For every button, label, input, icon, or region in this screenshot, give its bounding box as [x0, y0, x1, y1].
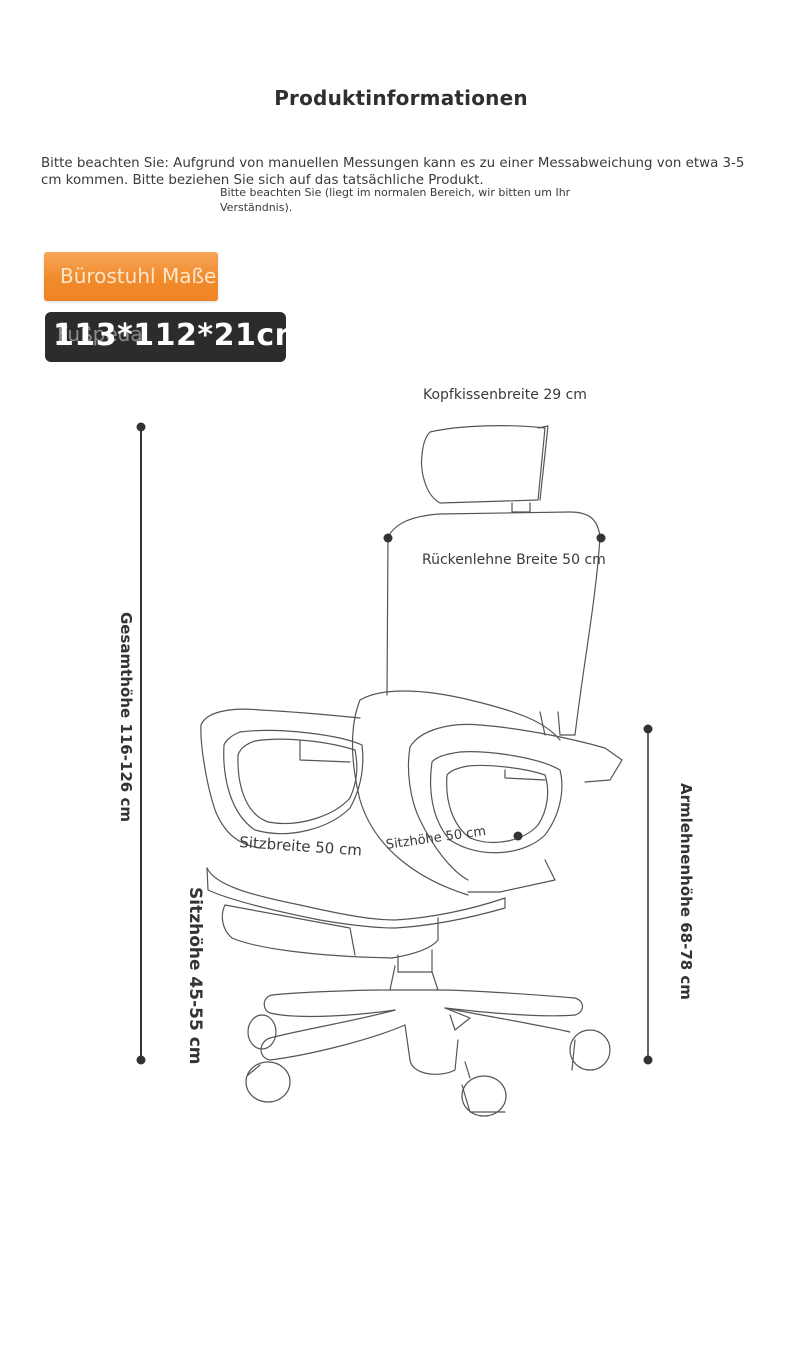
- seat-height-label: Sitzhöhe 45-55 cm: [185, 887, 205, 1065]
- footrest-ghost-label: Fußpedal: [57, 322, 149, 346]
- page-title: Produktinformationen: [274, 86, 528, 110]
- total-height-label: Gesamthöhe 116-126 cm: [117, 612, 135, 822]
- chair-markers: [383, 533, 606, 841]
- office-chair-dimensions-tag: Bürostuhl Maße: [44, 252, 218, 301]
- armrest-height-line: [643, 724, 653, 1065]
- measurement-note: Bitte beachten Sie: Aufgrund von manuell…: [41, 156, 745, 188]
- measurement-note-small: Bitte beachten Sie (liegt im normalen Be…: [220, 186, 571, 214]
- headrest-width-label: Kopfkissenbreite 29 cm: [423, 387, 587, 403]
- chair-outline: [200, 425, 623, 1117]
- package-dimensions-value: 113*112*21cm: [53, 318, 286, 353]
- package-dimensions-badge: Fußpedal 113*112*21cm: [45, 312, 286, 362]
- backrest-width-label: Rückenlehne Breite 50 cm: [422, 552, 606, 568]
- armrest-height-label: Armlehnenhöhe 68-78 cm: [677, 783, 695, 1000]
- total-height-line: [136, 422, 146, 1065]
